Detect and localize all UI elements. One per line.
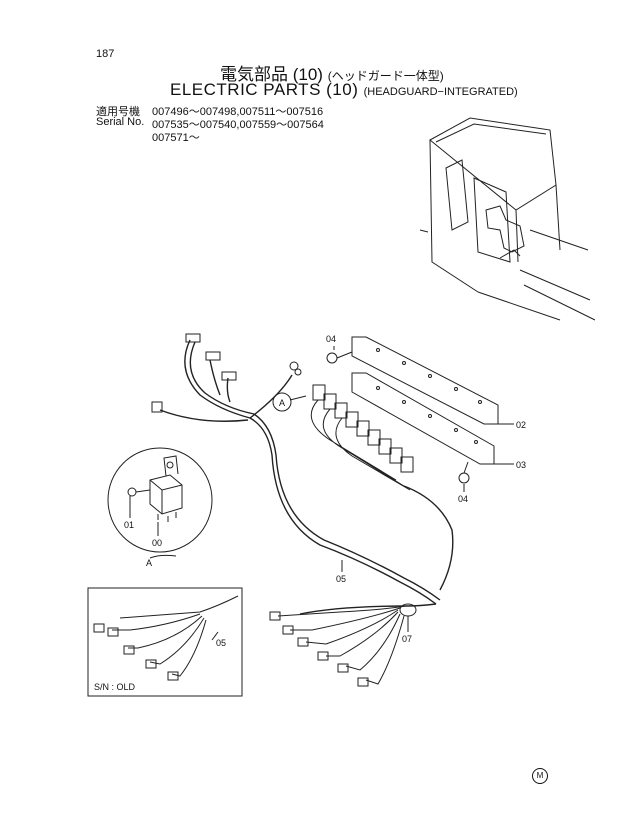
leader-a-label [149,554,177,559]
leader-05-inset [211,631,219,641]
machine-cab-illustration [419,117,596,321]
view-a-circle [272,392,292,412]
callout-04-bottom: 04 [458,494,468,504]
callout-00: 00 [152,538,162,548]
serial-line-1: 007496～007498,007511～007516 [152,106,324,118]
leader-a [289,395,307,401]
serial-line-3: 007571～ [152,132,200,144]
inset-box [87,587,243,697]
screw-01-detail [127,487,151,497]
relay-00-detail [149,455,183,522]
connector-left [151,401,163,413]
serial-label-jp: 適用号機 [96,106,140,118]
title-japanese-sub: (ヘッドガード一体型) [327,69,444,83]
relay-row [310,384,414,491]
callout-05-inset: 05 [216,638,226,648]
callout-02: 02 [516,420,526,430]
main-harness-05 [159,339,454,615]
relay-bracket-02 [351,336,499,425]
callout-a-circle: A [279,398,285,408]
title-japanese-main: 電気部品 (10) [220,65,323,84]
connector-top-3 [221,371,237,381]
title-japanese: 電気部品 (10) (ヘッドガード一体型) [220,60,444,85]
detail-circle [107,447,213,553]
callout-05: 05 [336,574,346,584]
callout-01: 01 [124,520,134,530]
page-number: 187 [96,48,115,60]
bolt-04-top [326,351,353,364]
serial-line-2: 007535～007540,007559～007564 [152,119,324,131]
connector-fan [269,605,407,687]
connector-plug [289,361,302,376]
connector-top-2 [205,351,221,361]
callout-a-label: A [146,558,152,568]
connector-top-1 [185,333,201,343]
title-english-sub: (HEADGUARD−INTEGRATED) [363,86,518,98]
title-english: ELECTRIC PARTS (10) (HEADGUARD−INTEGRATE… [170,80,518,100]
callout-04-top: 04 [326,334,336,344]
callout-03: 03 [516,460,526,470]
serial-label-en: Serial No. [96,116,145,128]
m-mark-icon: M [532,768,548,784]
title-english-main: ELECTRIC PARTS (10) [170,80,359,99]
inset-harness [93,595,239,681]
inset-note: S/N : OLD [94,682,136,692]
bolt-04-bottom [458,461,470,484]
callout-07: 07 [402,634,412,644]
